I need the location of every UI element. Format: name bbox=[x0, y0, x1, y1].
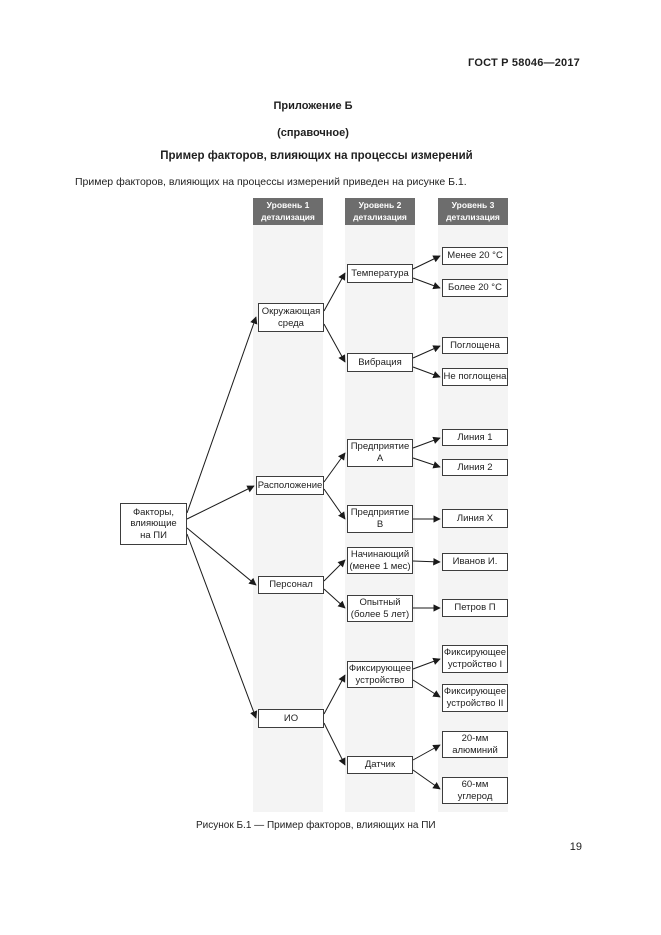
connector-line bbox=[412, 255, 441, 270]
connector-line bbox=[323, 674, 346, 715]
connector-line bbox=[186, 485, 255, 520]
connector-line bbox=[412, 769, 441, 790]
connector-line bbox=[323, 559, 346, 582]
connector-line bbox=[412, 679, 441, 698]
node-okruzhayushchaya-sreda: Окружающая среда bbox=[258, 303, 324, 332]
connector-line bbox=[186, 533, 258, 719]
connector-line bbox=[412, 366, 441, 379]
appendix-heading: Приложение Б (справочное) bbox=[0, 86, 626, 155]
column-header-level2: Уровень 2 детализация bbox=[345, 198, 415, 225]
node-temperatura: Температура bbox=[347, 264, 413, 283]
section-title: Пример факторов, влияющих на процессы из… bbox=[160, 150, 473, 162]
node-raspolozhenie: Расположение bbox=[256, 476, 324, 495]
page-number: 19 bbox=[569, 841, 582, 853]
node-bolee-20: Более 20 °С bbox=[442, 279, 508, 297]
node-root-faktory: Факторы, влияющие на ПИ bbox=[120, 503, 187, 545]
document-header: ГОСТ Р 58046—2017 bbox=[468, 57, 580, 69]
column-header-level3: Уровень 3 детализация bbox=[438, 198, 508, 225]
connector-line bbox=[323, 588, 346, 609]
connector-line bbox=[323, 272, 346, 312]
connector-line bbox=[323, 452, 346, 483]
node-liniya-2: Линия 2 bbox=[442, 459, 508, 476]
connector-line bbox=[323, 323, 346, 363]
node-nachinayushchiy: Начинающий (менее 1 мес) bbox=[347, 547, 413, 574]
node-60mm-uglerod: 60-мм углерод bbox=[442, 777, 508, 804]
node-predpriyatie-a: Предприятие А bbox=[347, 439, 413, 467]
node-liniya-1: Линия 1 bbox=[442, 429, 508, 446]
connector-line bbox=[186, 527, 257, 586]
node-io: ИО bbox=[258, 709, 324, 728]
node-20mm-alyuminiy: 20-мм алюминий bbox=[442, 731, 508, 758]
intro-paragraph: Пример факторов, влияющих на процессы из… bbox=[75, 176, 467, 188]
node-vibratsiya: Вибрация bbox=[347, 353, 413, 372]
appendix-title: Приложение Б bbox=[273, 99, 353, 112]
connector-line bbox=[323, 488, 346, 520]
node-ivanov: Иванов И. bbox=[442, 553, 508, 571]
connector-line bbox=[412, 345, 441, 359]
connector-line bbox=[412, 436, 441, 449]
node-datchik: Датчик bbox=[347, 756, 413, 774]
node-personal: Персонал bbox=[258, 576, 324, 594]
connector-line bbox=[323, 722, 346, 766]
node-fiks-ustroystvo-1: Фиксирующее устройство I bbox=[442, 645, 508, 673]
node-opytnyy: Опытный (более 5 лет) bbox=[347, 595, 413, 622]
node-ne-pogloshchena: Не поглощена bbox=[442, 368, 508, 386]
appendix-subtitle: (справочное) bbox=[277, 127, 349, 140]
connector-line bbox=[412, 657, 441, 670]
connector-line bbox=[186, 316, 258, 514]
node-fiksiruyushchee-ustroystvo: Фиксирующее устройство bbox=[347, 661, 413, 688]
connector-line bbox=[412, 744, 441, 761]
node-predpriyatie-b: Предприятие В bbox=[347, 505, 413, 533]
connector-line bbox=[412, 277, 441, 290]
node-pogloshchena: Поглощена bbox=[442, 337, 508, 354]
node-fiks-ustroystvo-2: Фиксирующее устройство II bbox=[442, 684, 508, 712]
figure-caption: Рисунок Б.1 — Пример факторов, влияющих … bbox=[196, 820, 436, 831]
node-menee-20: Менее 20 °С bbox=[442, 247, 508, 265]
column-header-level1: Уровень 1 детализация bbox=[253, 198, 323, 225]
connector-line bbox=[412, 457, 441, 469]
connector-line bbox=[412, 558, 441, 566]
node-petrov: Петров П bbox=[442, 599, 508, 617]
node-liniya-x: Линия X bbox=[442, 509, 508, 528]
